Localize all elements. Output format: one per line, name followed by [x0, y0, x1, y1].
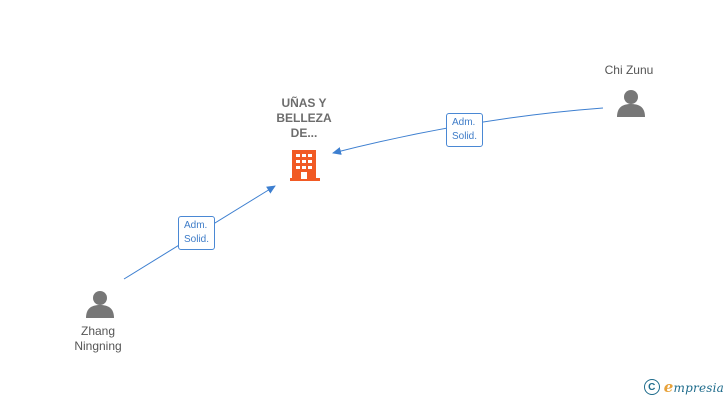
person-name-line: Zhang [80, 324, 116, 338]
empresia-logo: C empresia [643, 378, 724, 396]
person-icon[interactable] [86, 291, 114, 318]
person-name-zhang-ningning[interactable]: Zhang Ningning [58, 324, 138, 354]
person-name-line: Chi Zunu [604, 63, 654, 77]
relation-label-line: Solid. [452, 131, 478, 142]
company-name[interactable]: UÑAS Y BELLEZA DE... [264, 96, 344, 141]
relation-label-line: Adm. [452, 117, 476, 128]
person-name-chi-zunu[interactable]: Chi Zunu [586, 63, 672, 78]
copyright-icon: C [643, 379, 660, 395]
brand-wordmark: empresia [664, 378, 724, 396]
relation-label-line: Solid. [184, 234, 210, 245]
building-icon[interactable] [290, 150, 320, 181]
relation-label-zhang-ningning[interactable]: Adm. Solid. [178, 216, 216, 250]
company-name-line: BELLEZA [276, 111, 332, 125]
relation-label-chi-zunu[interactable]: Adm. Solid. [446, 113, 484, 147]
relation-label-line: Adm. [184, 220, 208, 231]
company-name-line: DE... [290, 126, 318, 140]
brand-rest: mpresia [673, 381, 724, 395]
person-name-line: Ningning [74, 339, 122, 353]
brand-initial: e [663, 378, 674, 396]
person-icon[interactable] [617, 90, 645, 117]
company-name-line: UÑAS Y [281, 96, 327, 110]
